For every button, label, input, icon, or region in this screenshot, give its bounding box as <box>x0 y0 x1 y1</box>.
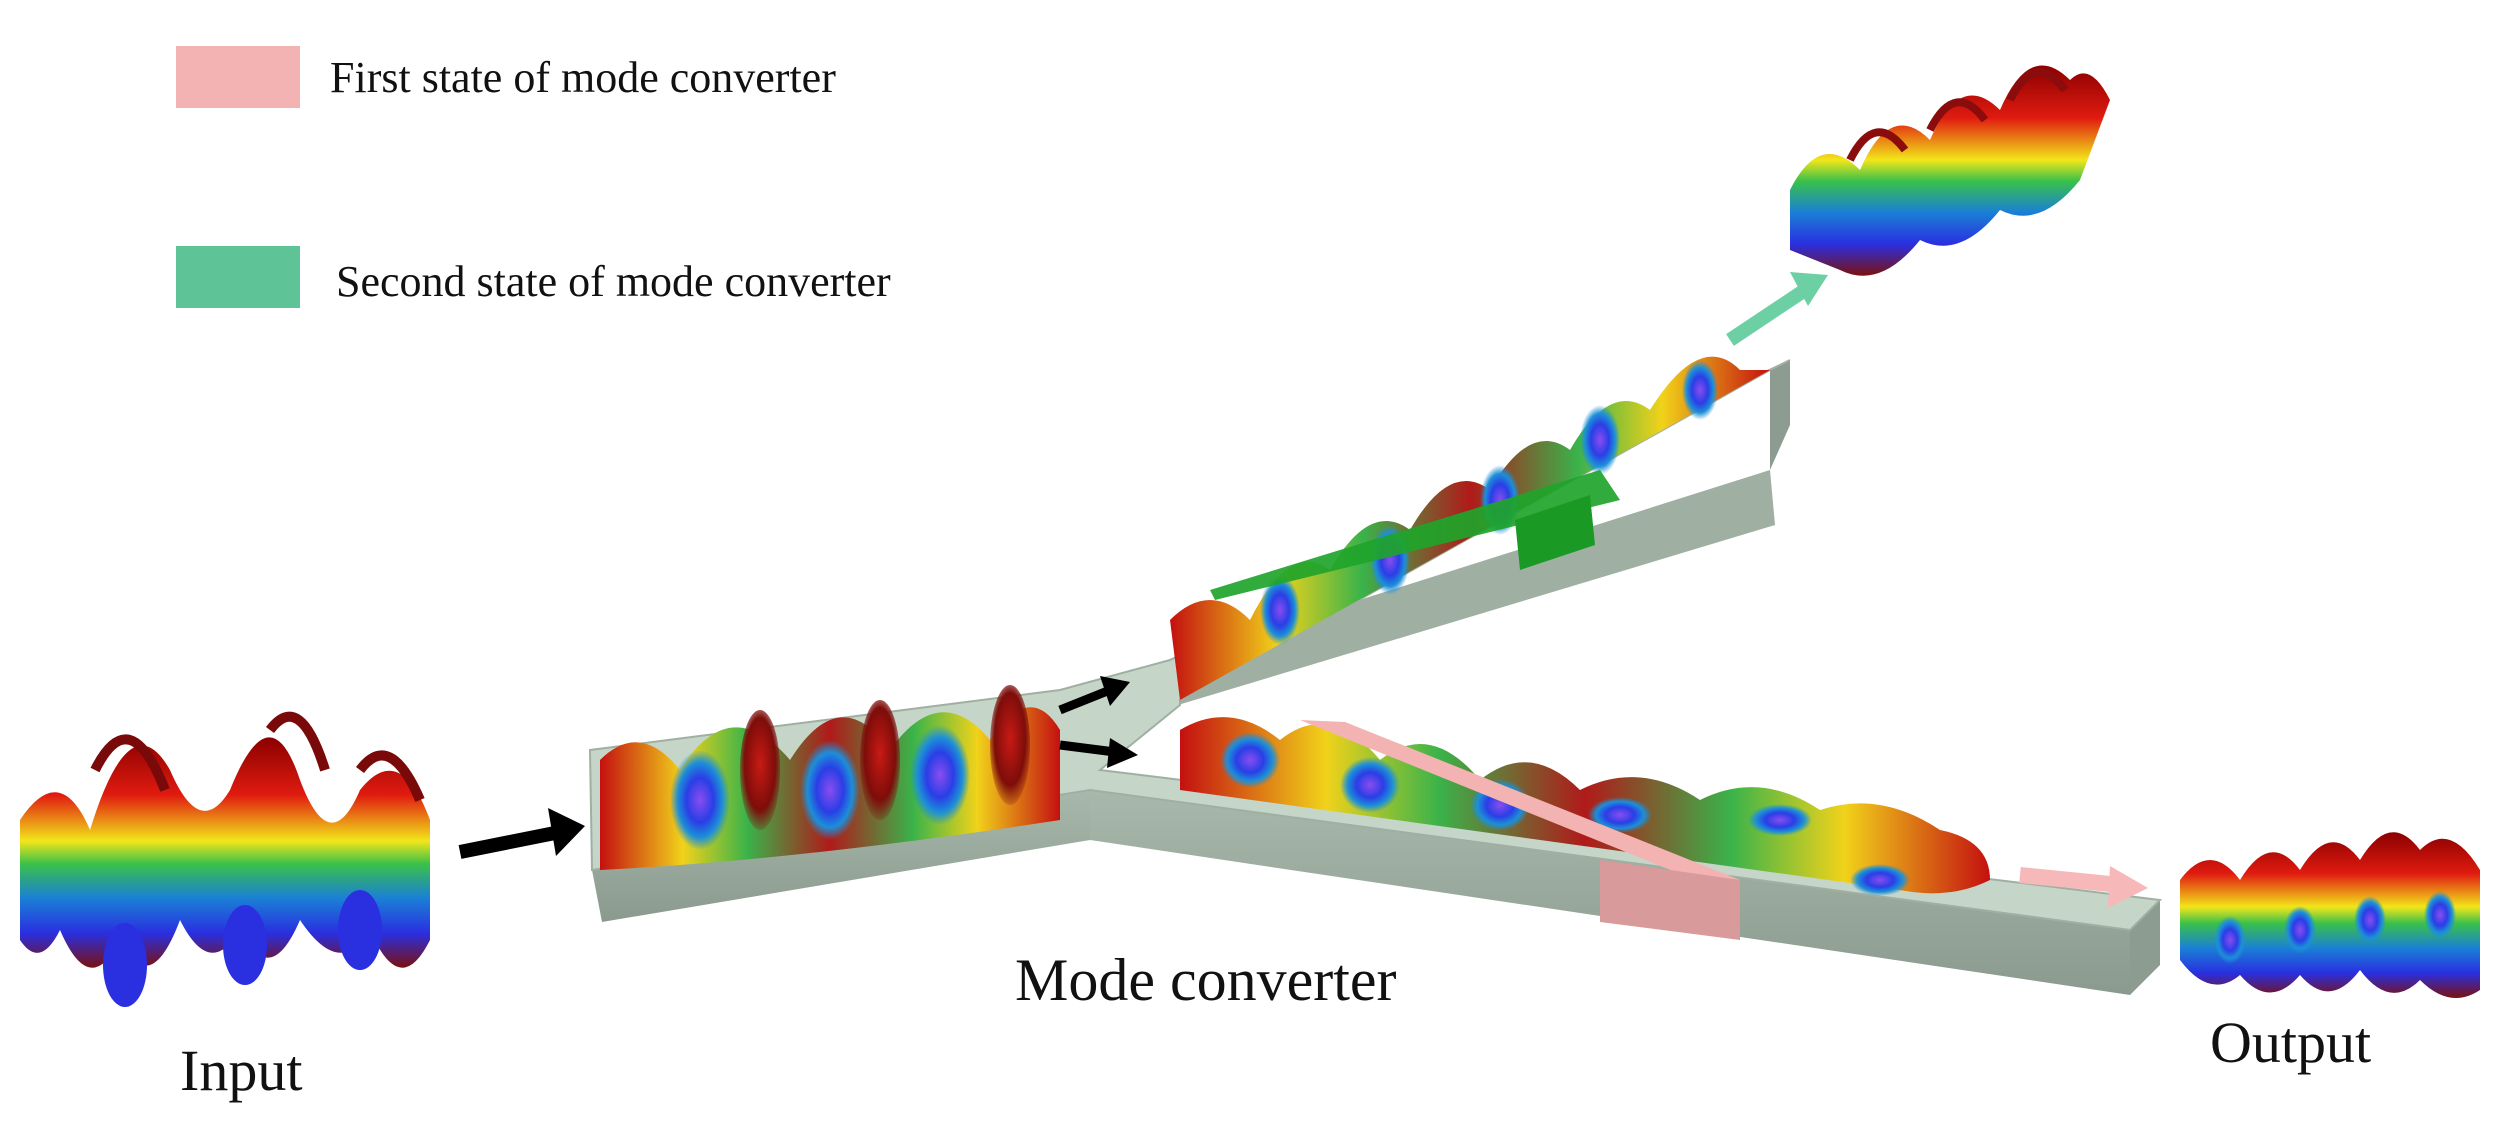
second-state-region <box>1210 470 1620 600</box>
legend-swatch-first-state <box>176 46 300 108</box>
legend-swatch-second-state <box>176 246 300 308</box>
input-arrow <box>458 808 585 859</box>
upper-branch-mode-field <box>1170 356 1770 700</box>
legend-label-first-state: First state of mode converter <box>330 53 836 102</box>
output-mode-field <box>2180 832 2480 998</box>
mode-converter-label: Mode converter <box>1015 947 1397 1013</box>
legend: First state of mode converter Second sta… <box>176 46 891 308</box>
output-label: Output <box>2210 1010 2371 1075</box>
lower-branch-mode-field <box>1180 717 1990 940</box>
input-mode-field <box>20 711 430 1007</box>
input-label: Input <box>180 1038 302 1103</box>
stem-mode-field <box>600 685 1060 870</box>
second-state-arrow <box>1726 272 1828 346</box>
first-state-region <box>1300 720 1740 882</box>
upper-output-field <box>1790 65 2110 276</box>
waveguide-structure <box>588 359 2163 995</box>
branch-arrows <box>1058 676 1138 768</box>
legend-label-second-state: Second state of mode converter <box>336 257 891 306</box>
first-state-arrow <box>2019 866 2148 908</box>
